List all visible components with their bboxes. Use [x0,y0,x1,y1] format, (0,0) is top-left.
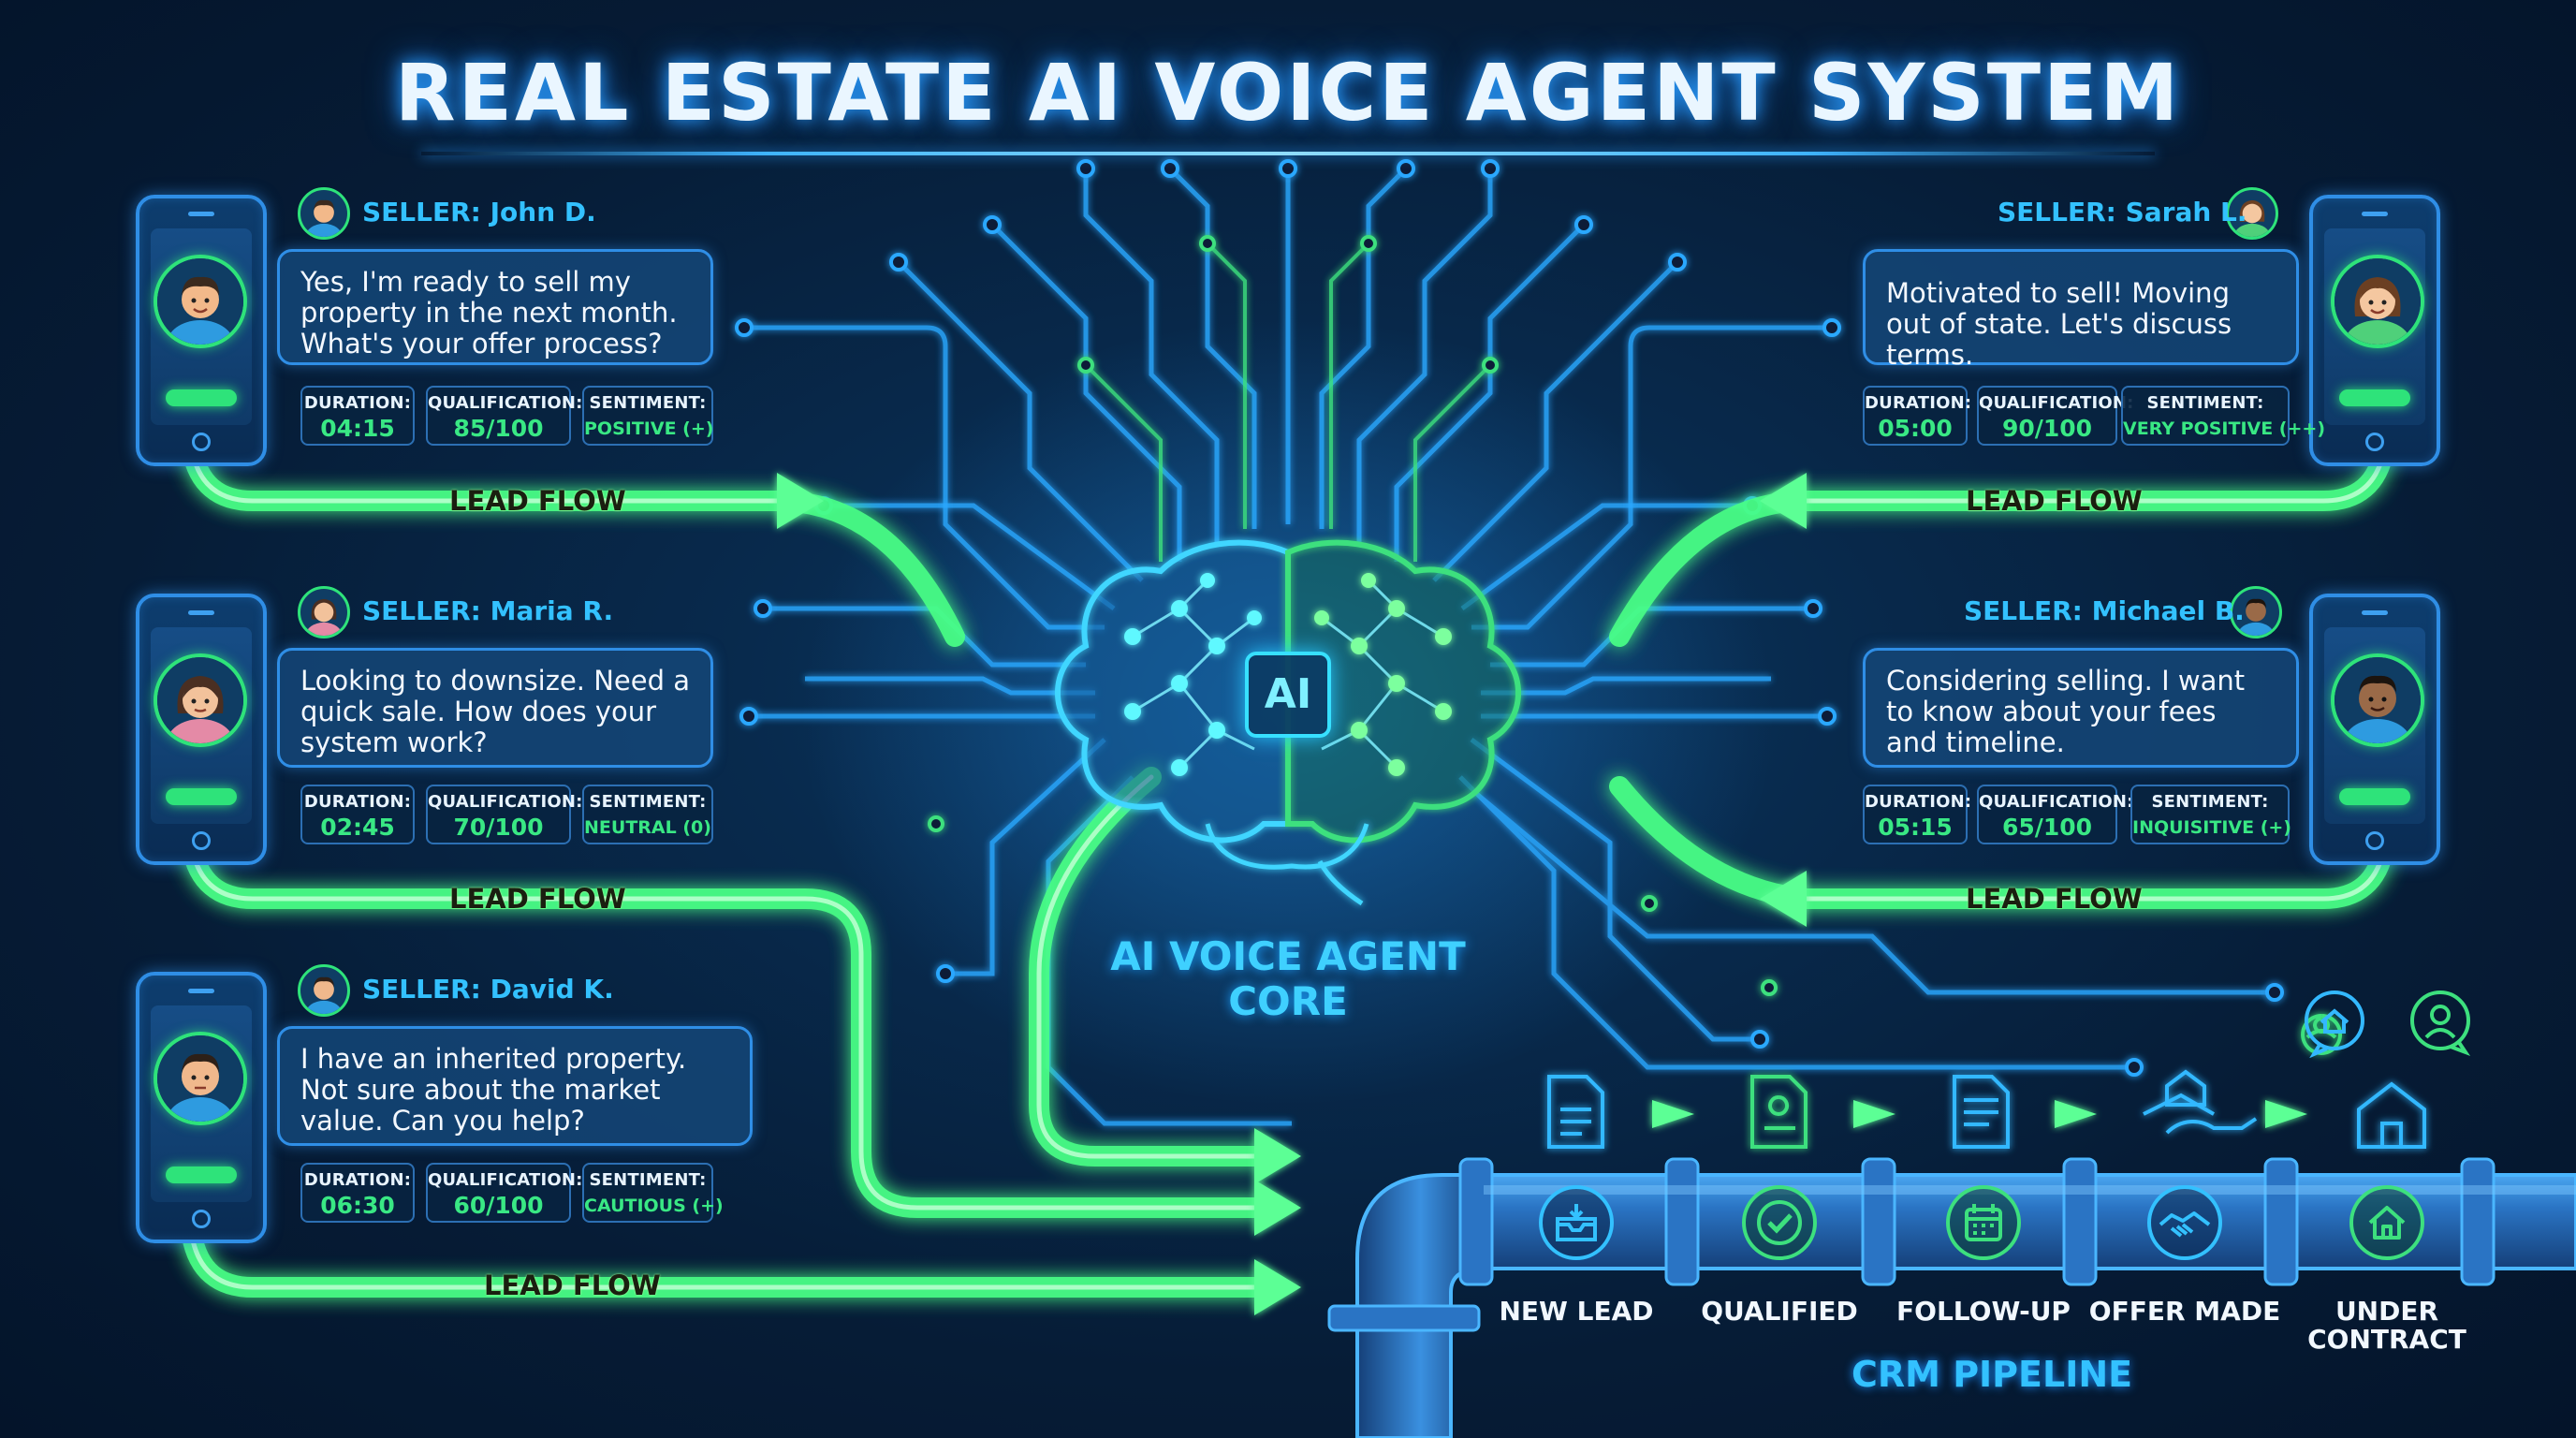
message-bubble-david: I have an inherited property. Not sure a… [277,1026,753,1146]
message-bubble-maria: Looking to downsize. Need a quick sale. … [277,648,713,768]
lead-flow-label-michael: LEAD FLOW [1966,883,2143,915]
call-bar [2339,389,2410,406]
house-icon [2346,1181,2428,1264]
stat-duration-sarah: DURATION:05:00 [1863,386,1971,446]
stage-label-follow-up: FOLLOW-UP [1896,1296,2071,1327]
page-title: REAL ESTATE AI VOICE AGENT SYSTEM [394,47,2182,139]
message-bubble-sarah: Motivated to sell! Moving out of state. … [1863,249,2299,371]
ai-core-label: AI VOICE AGENT CORE [1110,933,1466,1024]
avatar-icon-sarah [2226,187,2278,240]
message-bubble-michael: Considering selling. I want to know abou… [1863,648,2299,768]
duration-value: 05:00 [1878,415,1953,442]
stat-duration-michael: DURATION:05:15 [1863,785,1971,844]
lead-flow-label-david: LEAD FLOW [484,1269,661,1301]
duration-value: 06:30 [320,1192,395,1219]
seller-name-michael: SELLER: Michael B. [1964,595,2245,626]
qualification-value: 90/100 [2001,415,2093,442]
stat-sentiment-sarah: SENTIMENT:VERY POSITIVE (++) [2121,386,2326,446]
duration-value: 02:45 [320,814,395,841]
sentiment-value: VERY POSITIVE (++) [2123,418,2326,439]
stat-qualification-sarah: QUALIFICATION:90/100 [1977,386,2133,446]
call-bar [166,389,237,406]
avatar-john [154,255,247,348]
avatar-icon-michael [2230,586,2282,638]
stat-duration-maria: DURATION:02:45 [300,785,415,844]
avatar-michael [2331,653,2424,747]
sentiment-value: NEUTRAL (0) [584,817,711,838]
sentiment-value: POSITIVE (+) [584,418,714,439]
call-bar [2339,788,2410,805]
house-message-icon [2301,989,2370,1059]
duration-value: 04:15 [320,415,395,442]
stage-label-under-contract: UNDER CONTRACT [2307,1296,2466,1355]
checkmark-icon [1738,1181,1821,1264]
avatar-sarah [2331,255,2424,348]
seller-name-sarah: SELLER: Sarah L. [1998,197,2247,227]
avatar-icon-david [298,964,350,1017]
avatar-icon-maria [298,586,350,638]
stage-label-qualified: QUALIFIED [1701,1296,1858,1327]
handshake-icon [2144,1181,2226,1264]
message-bubble-john: Yes, I'm ready to sell my property in th… [277,249,713,365]
lead-flow-label-maria: LEAD FLOW [449,883,626,915]
stage-label-new-lead: NEW LEAD [1499,1296,1654,1327]
avatar-david [154,1032,247,1125]
seller-name-john: SELLER: John D. [362,197,596,227]
seller-name-maria: SELLER: Maria R. [362,595,614,626]
stat-duration-john: DURATION:04:15 [300,386,415,446]
stat-qualification-maria: QUALIFICATION:70/100 [426,785,582,844]
qualification-value: 65/100 [2001,814,2093,841]
stat-sentiment-michael: SENTIMENT:INQUISITIVE (+) [2130,785,2291,844]
stat-qualification-michael: QUALIFICATION:65/100 [1977,785,2133,844]
user-icon [2406,989,2475,1058]
inbox-icon [1535,1181,1617,1264]
lead-flow-label-sarah: LEAD FLOW [1966,485,2143,517]
calendar-icon [1942,1181,2025,1264]
avatar-maria [154,653,247,747]
qualification-value: 60/100 [453,1192,544,1219]
stat-sentiment-john: SENTIMENT:POSITIVE (+) [582,386,713,446]
ai-core-badge: AI [1245,652,1331,738]
duration-value: 05:15 [1878,814,1953,841]
call-bar [166,788,237,805]
seller-name-david: SELLER: David K. [362,974,614,1005]
stat-qualification-david: QUALIFICATION:60/100 [426,1163,582,1223]
stat-sentiment-maria: SENTIMENT:NEUTRAL (0) [582,785,713,844]
qualification-value: 70/100 [453,814,544,841]
stat-duration-david: DURATION:06:30 [300,1163,415,1223]
crm-pipeline-label: CRM PIPELINE [1852,1354,2133,1395]
stat-sentiment-david: SENTIMENT:CAUTIOUS (+) [582,1163,724,1223]
qualification-value: 85/100 [453,415,544,442]
sentiment-value: CAUTIOUS (+) [584,1196,724,1216]
sentiment-value: INQUISITIVE (+) [2132,817,2291,838]
avatar-icon-john [298,187,350,240]
stat-qualification-john: QUALIFICATION:85/100 [426,386,582,446]
call-bar [166,1167,237,1183]
title-underline [421,152,2155,155]
stage-label-offer-made: OFFER MADE [2088,1296,2281,1327]
lead-flow-label-john: LEAD FLOW [449,485,626,517]
